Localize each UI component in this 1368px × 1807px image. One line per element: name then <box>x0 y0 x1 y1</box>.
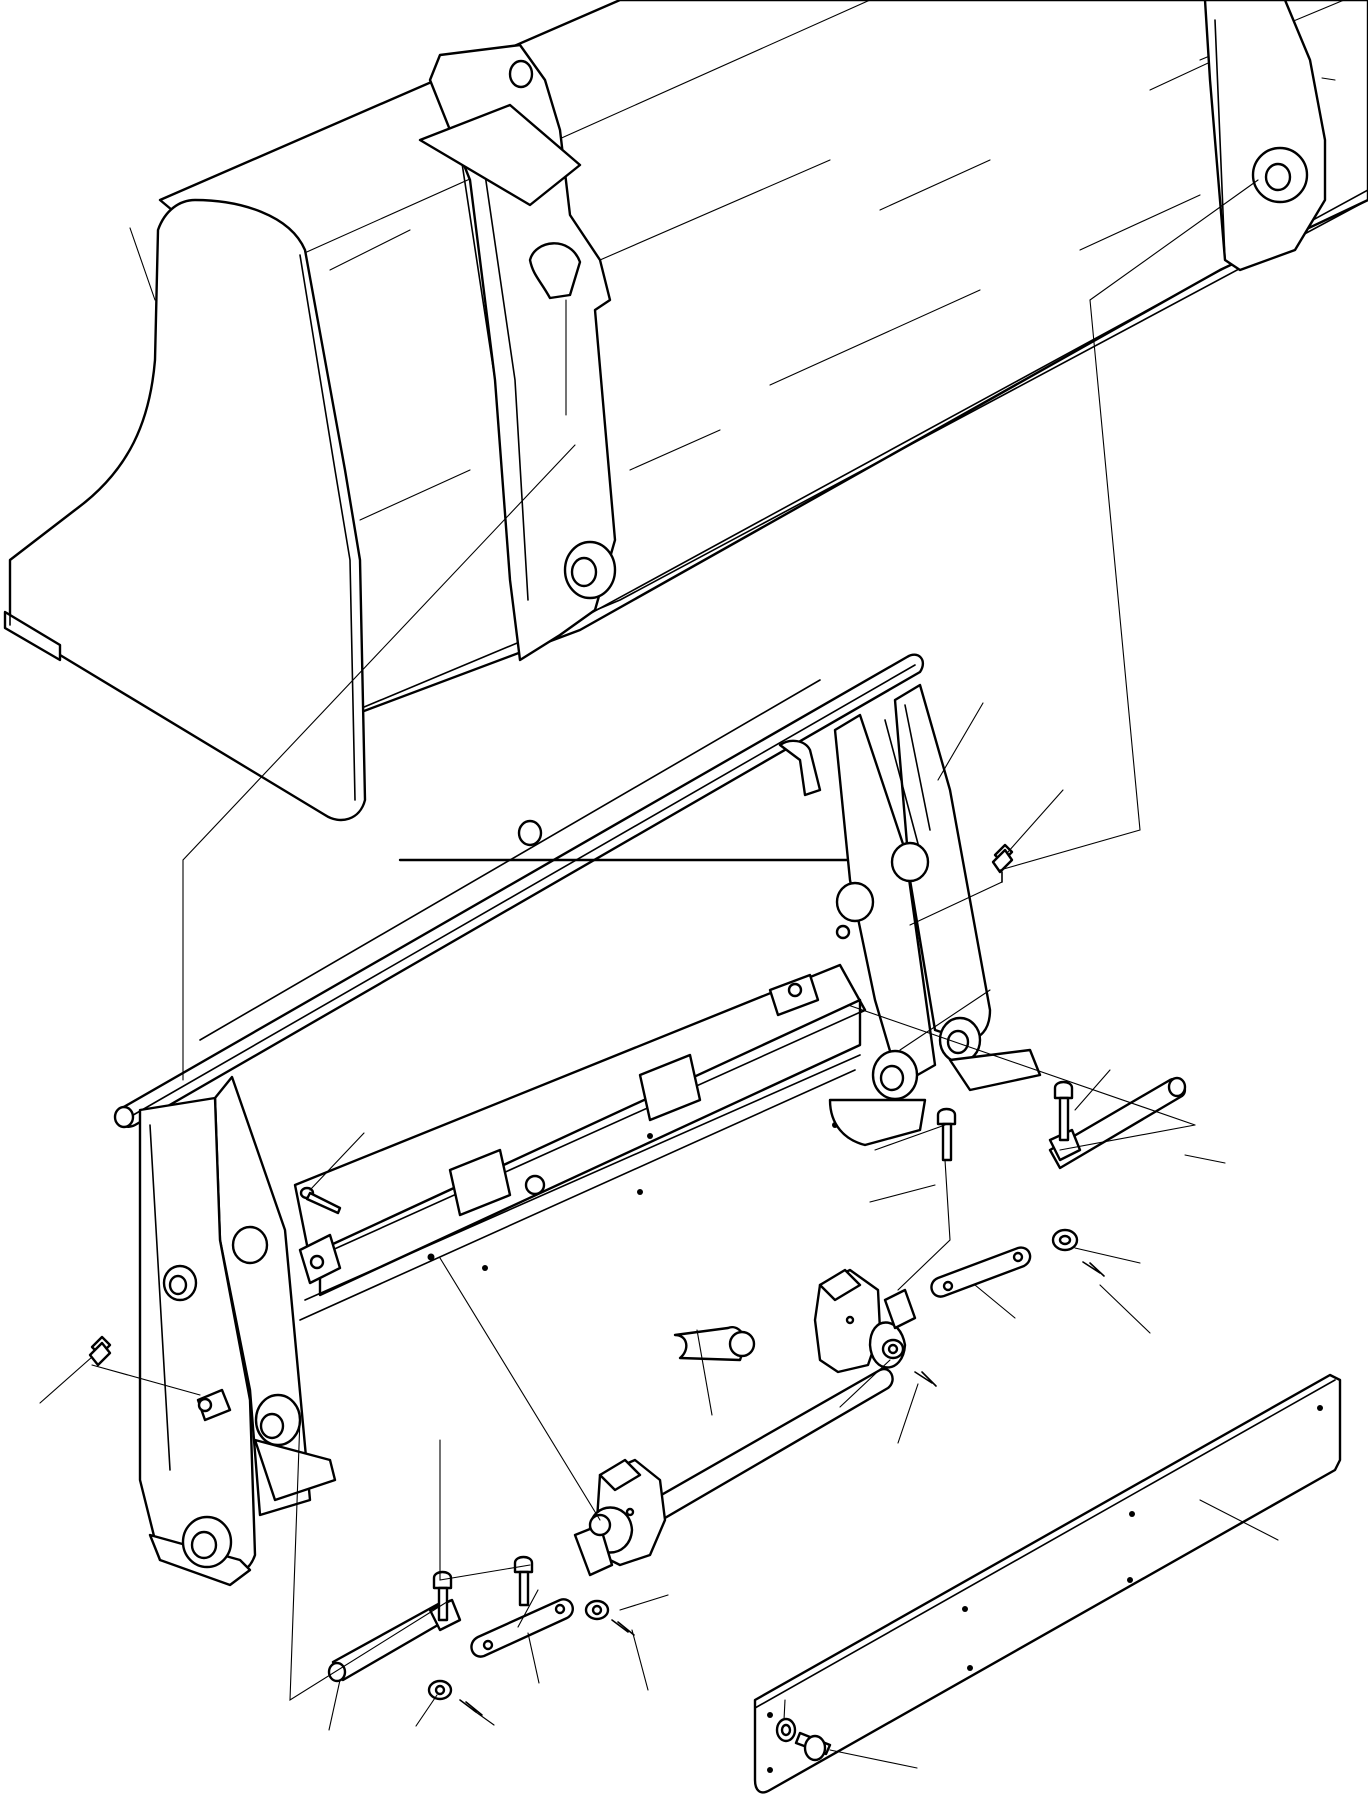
cotter-pin-left-center <box>611 1619 635 1636</box>
bucket <box>3 0 1368 822</box>
bucket-side-plate <box>8 198 367 822</box>
lock-shaft <box>573 1268 917 1577</box>
bolt-cover <box>794 1731 832 1762</box>
leader-lines <box>39 77 1336 1769</box>
cotter-pin-left <box>459 1699 483 1716</box>
cotter-pin-center <box>914 1371 937 1387</box>
link-plate-right <box>930 1246 1032 1298</box>
washer-cover <box>775 1717 797 1743</box>
screw-frame <box>299 1186 342 1215</box>
screw-right-top <box>1053 1080 1074 1142</box>
bucket-right-hanger <box>1203 0 1327 272</box>
cotter-pin-right <box>1082 1261 1105 1277</box>
washer-left <box>427 1679 453 1701</box>
washer-center <box>881 1338 905 1360</box>
link-plate-left <box>470 1598 574 1658</box>
screw-right-center <box>936 1107 957 1162</box>
cover-plate-body <box>753 1373 1342 1794</box>
fitting-block-left <box>196 1388 232 1422</box>
quick-coupler-frame <box>113 653 1042 1587</box>
cover-plate <box>753 1373 1342 1794</box>
screw-left-center <box>513 1555 534 1607</box>
grease-fitting-right <box>991 843 1014 883</box>
washer-right <box>1051 1228 1079 1252</box>
grease-fitting-left <box>88 1335 112 1367</box>
bucket-left-hanger <box>428 43 617 662</box>
lock-shaft-rod <box>598 1367 894 1552</box>
washer-left-center <box>584 1599 610 1621</box>
